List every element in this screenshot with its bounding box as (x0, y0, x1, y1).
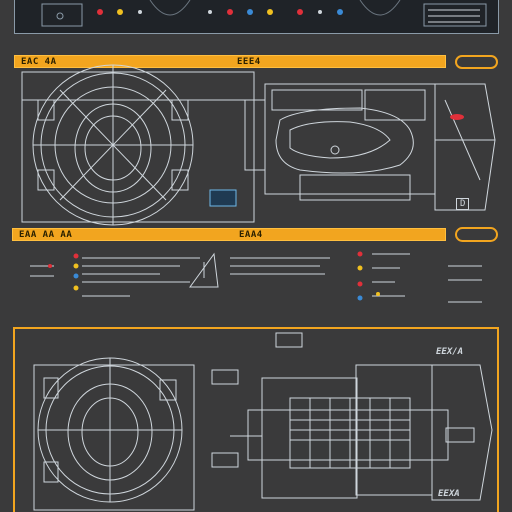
bottom-panel-label-1: EEX/A (436, 347, 464, 357)
bottom-panel-frame (13, 327, 499, 512)
bottom-screen-1 (211, 369, 239, 385)
section-header-2: EAA AA AA EAA4 (12, 228, 446, 241)
status-led-icon (450, 114, 464, 120)
warning-triangle-icon (189, 252, 219, 288)
info-screen (209, 189, 237, 207)
section-header-1-center-label: EEE4 (237, 57, 261, 67)
gauge-dial-icon (21, 64, 255, 226)
section-header-1: EAC 4A EEE4 (14, 55, 446, 68)
section-1-toggle-button[interactable] (455, 55, 498, 69)
bottom-indicator-box (275, 332, 303, 348)
top-panel-leds (97, 9, 343, 15)
legend-list-center (230, 257, 330, 275)
engine-schematic-icon (230, 364, 493, 501)
top-panel-indicators (41, 0, 487, 27)
bottom-panel-label-2: EEXA (438, 489, 460, 499)
legend-list-left (30, 257, 200, 297)
legend-leds (48, 251, 380, 301)
section-2-toggle-button[interactable] (455, 227, 498, 242)
gauge-dial-icon-2 (33, 357, 195, 511)
top-instrument-panel (14, 0, 499, 34)
car-schematic-icon (244, 83, 496, 211)
section-header-2-center-label: EAA4 (239, 230, 263, 240)
bottom-screen-2 (211, 452, 239, 468)
section-header-2-label: EAA AA AA (19, 230, 73, 240)
legend-list-right (372, 253, 482, 303)
section-header-1-label: EAC 4A (21, 57, 57, 67)
